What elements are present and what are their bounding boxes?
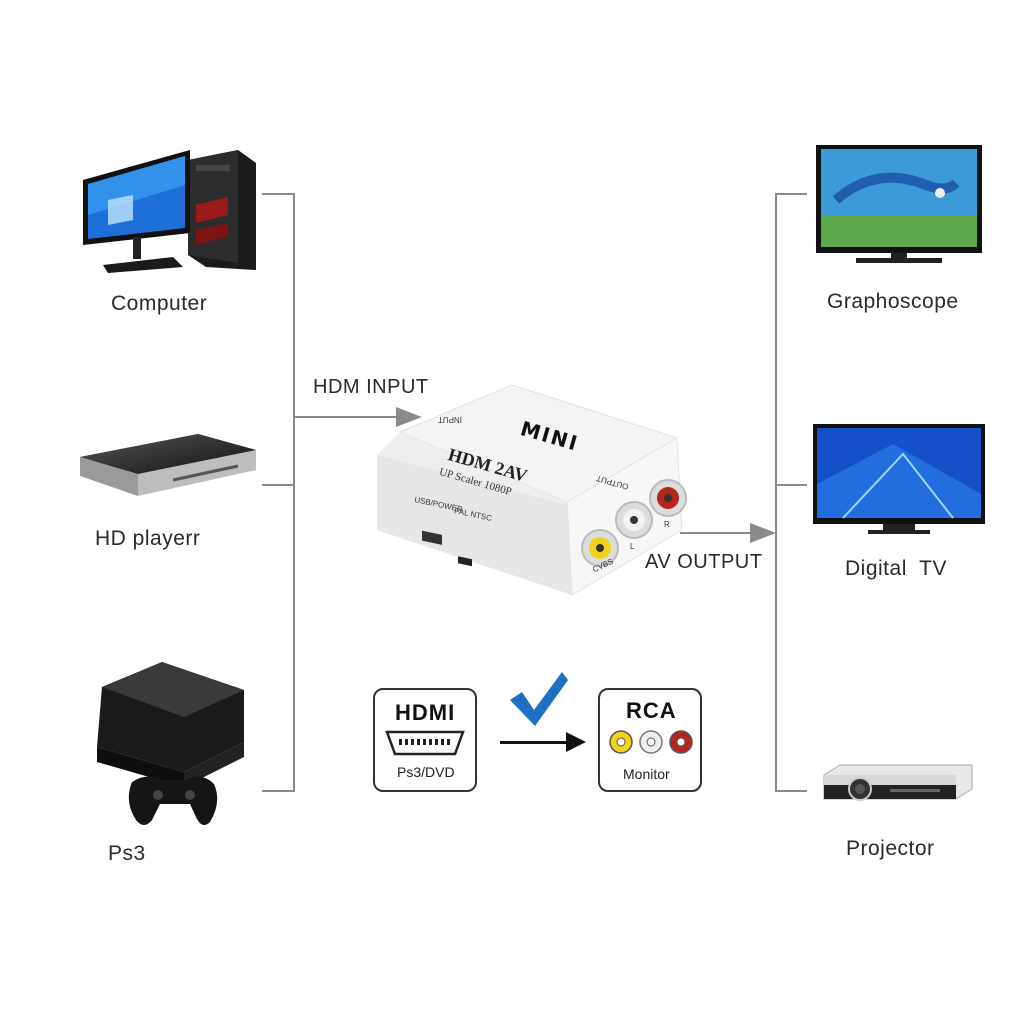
hdmi-subtitle: Ps3/DVD [397, 764, 455, 780]
source-label-hd-player: HD playerr [95, 527, 201, 550]
checkmark-icon [510, 672, 568, 726]
rca-subtitle: Monitor [623, 766, 670, 782]
left-bracket-mid [262, 484, 294, 486]
computer-icon [83, 150, 256, 273]
hdmi-connector-box: HDMI Ps3/DVD [373, 688, 477, 792]
left-bracket-bottom [262, 790, 294, 792]
right-bracket-bottom [775, 790, 807, 792]
source-label-ps3: Ps3 [108, 842, 146, 865]
left-bracket-vertical [293, 193, 295, 792]
graphoscope-tv-icon [816, 145, 982, 263]
rca-connector-box: RCA Monitor [598, 688, 702, 792]
input-arrow-head [396, 407, 422, 427]
converter-box [377, 384, 687, 596]
rca-jacks-icon [609, 730, 693, 754]
input-arrow-line [294, 416, 404, 418]
output-arrow-line [680, 532, 755, 534]
right-bracket-mid [775, 484, 807, 486]
digital-tv-icon [813, 424, 985, 534]
hdmi-title: HDMI [395, 700, 456, 725]
output-label: AV OUTPUT [645, 551, 763, 573]
legend-arrow-line [500, 741, 570, 744]
device-input-port-label: INPUT [438, 415, 462, 424]
projector-icon [823, 764, 973, 801]
output-label-graphoscope: Graphoscope [827, 290, 959, 313]
output-arrow-head [750, 523, 776, 543]
ps3-console-icon [97, 662, 244, 826]
output-label-projector: Projector [846, 837, 935, 860]
legend-arrow-head [566, 732, 586, 752]
device-rca-label-r: R [664, 520, 670, 529]
right-bracket-top [775, 193, 807, 195]
right-bracket-vertical [775, 193, 777, 792]
source-label-computer: Computer [111, 292, 208, 315]
left-bracket-top [262, 193, 294, 195]
rca-title: RCA [626, 698, 677, 723]
hdmi-plug-icon [385, 730, 465, 756]
hd-player-icon [80, 434, 256, 496]
device-rca-label-l: L [630, 542, 635, 551]
output-label-digital-tv: Digital TV [845, 557, 947, 580]
input-label: HDM INPUT [313, 376, 429, 398]
